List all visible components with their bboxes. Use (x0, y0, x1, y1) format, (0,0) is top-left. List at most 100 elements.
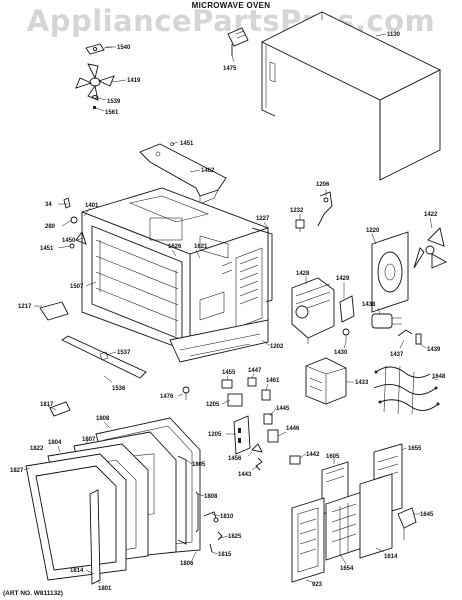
fuse-1439 (415, 333, 422, 345)
control-escutcheon-923 (291, 497, 325, 583)
part-label: 1539 (107, 99, 121, 105)
part-label: 1540 (117, 45, 131, 51)
part-label: 1827 (10, 468, 24, 474)
part-label: 1815 (218, 552, 232, 558)
part-label: 1401 (85, 203, 99, 209)
part-label: 1451 (180, 141, 194, 147)
part-label: 1455 (222, 370, 236, 376)
part-label: 1648 (432, 374, 446, 380)
part-label: 1507 (70, 284, 84, 290)
door-spring-1825-1815 (209, 531, 223, 553)
part-label: 1447 (248, 368, 262, 374)
door-seal-1805 (177, 455, 187, 545)
part-label: 1476 (160, 394, 174, 400)
part-label: 1446 (286, 426, 300, 432)
art-number: (ART NO. W811132) (3, 590, 63, 597)
part-label: 1462 (201, 168, 215, 174)
door-handle-1814 (89, 489, 101, 585)
part-labels: 1540 1419 1539 1561 1475 1451 1462 34 28… (10, 32, 446, 592)
bracket-1429 (339, 295, 355, 323)
part-label: 1537 (117, 350, 131, 356)
front-lower-trim (61, 335, 147, 379)
part-label: 1205 (206, 402, 220, 408)
stirrer-hub-parts (91, 95, 99, 109)
diagram-title: MICROWAVE OVEN (191, 1, 271, 10)
stirrer-motor (227, 27, 249, 56)
part-label: 1433 (355, 380, 369, 386)
part-label: 1419 (127, 78, 141, 84)
door-latch-1817 (49, 401, 71, 417)
spring-1443 (255, 457, 263, 471)
stirrer-fan-blade (75, 63, 115, 101)
roller-1476 (182, 386, 190, 400)
thermal-fuse-1430 (342, 328, 350, 342)
part-label: 1461 (266, 378, 280, 384)
interlock-bracket-1205 (233, 415, 251, 455)
thermal-cutout-1206 (317, 191, 333, 227)
part-label: 1445 (276, 406, 290, 412)
switch-1446 (267, 429, 279, 443)
fan-shroud-1220 (371, 231, 409, 313)
wire-harness-1648 (373, 365, 440, 415)
part-label: 1614 (384, 554, 398, 560)
part-label: 1817 (40, 402, 54, 408)
part-label: 923 (312, 582, 323, 588)
part-label: 1220 (366, 228, 380, 234)
side-bracket-1227 (251, 227, 273, 303)
door-frame-1827 (25, 453, 127, 581)
hv-capacitor-1438 (371, 313, 402, 329)
part-label: 1822 (30, 446, 44, 452)
part-label: 1655 (408, 446, 422, 452)
part-label: 1429 (336, 276, 350, 282)
part-label: 1805 (192, 462, 206, 468)
stirrer-bracket (85, 43, 113, 55)
outer-case (260, 11, 442, 181)
switch-1445 (263, 413, 273, 425)
part-label: 1206 (316, 182, 330, 188)
part-label: 280 (45, 224, 56, 230)
part-label: 1475 (223, 66, 237, 72)
part-label: 1430 (334, 350, 348, 356)
cutout-1232 (295, 219, 305, 232)
hv-transformer-1433 (305, 357, 347, 405)
oven-cavity (80, 187, 270, 363)
part-label: 1808 (96, 416, 110, 422)
part-label: 34 (45, 202, 52, 208)
part-label: 1806 (180, 561, 194, 567)
part-label: 1645 (420, 512, 434, 518)
switch-1455 (221, 379, 233, 389)
panel-frame-1614 (359, 473, 393, 559)
part-label: 1456 (228, 456, 242, 462)
part-label: 1437 (390, 352, 404, 358)
part-label: 1605 (326, 454, 340, 460)
part-label: 1439 (427, 347, 441, 353)
door-parts-1808-1810 (195, 491, 219, 533)
watermark: AppliancePartsPros.com (26, 4, 436, 38)
part-label: 1227 (256, 216, 270, 222)
part-label: 1205 (208, 432, 222, 438)
part-label: 1654 (340, 566, 354, 572)
switch-1461 (261, 389, 271, 401)
bottom-plate (39, 301, 69, 321)
part-label: 1561 (105, 110, 119, 116)
waveguide-cover (139, 142, 227, 205)
part-label: 1451 (40, 246, 54, 252)
switch-1447 (247, 377, 257, 387)
part-label: 1232 (290, 208, 304, 214)
part-label: 1807 (82, 437, 96, 443)
hinge-1645 (397, 507, 417, 540)
part-label: 1428 (296, 271, 310, 277)
part-label: 1422 (424, 212, 438, 218)
part-label: 1825 (228, 534, 242, 540)
magnetron-1428 (291, 277, 335, 344)
part-label: 1621 (194, 244, 208, 250)
part-label: 1804 (48, 440, 62, 446)
part-label: 1626 (168, 244, 182, 250)
keypad-1654 (325, 491, 363, 561)
part-label: 1202 (270, 344, 284, 350)
part-label: 1217 (18, 304, 32, 310)
part-label: 1810 (220, 514, 234, 520)
latch-1205 (227, 393, 243, 407)
leader-lines (23, 33, 439, 585)
